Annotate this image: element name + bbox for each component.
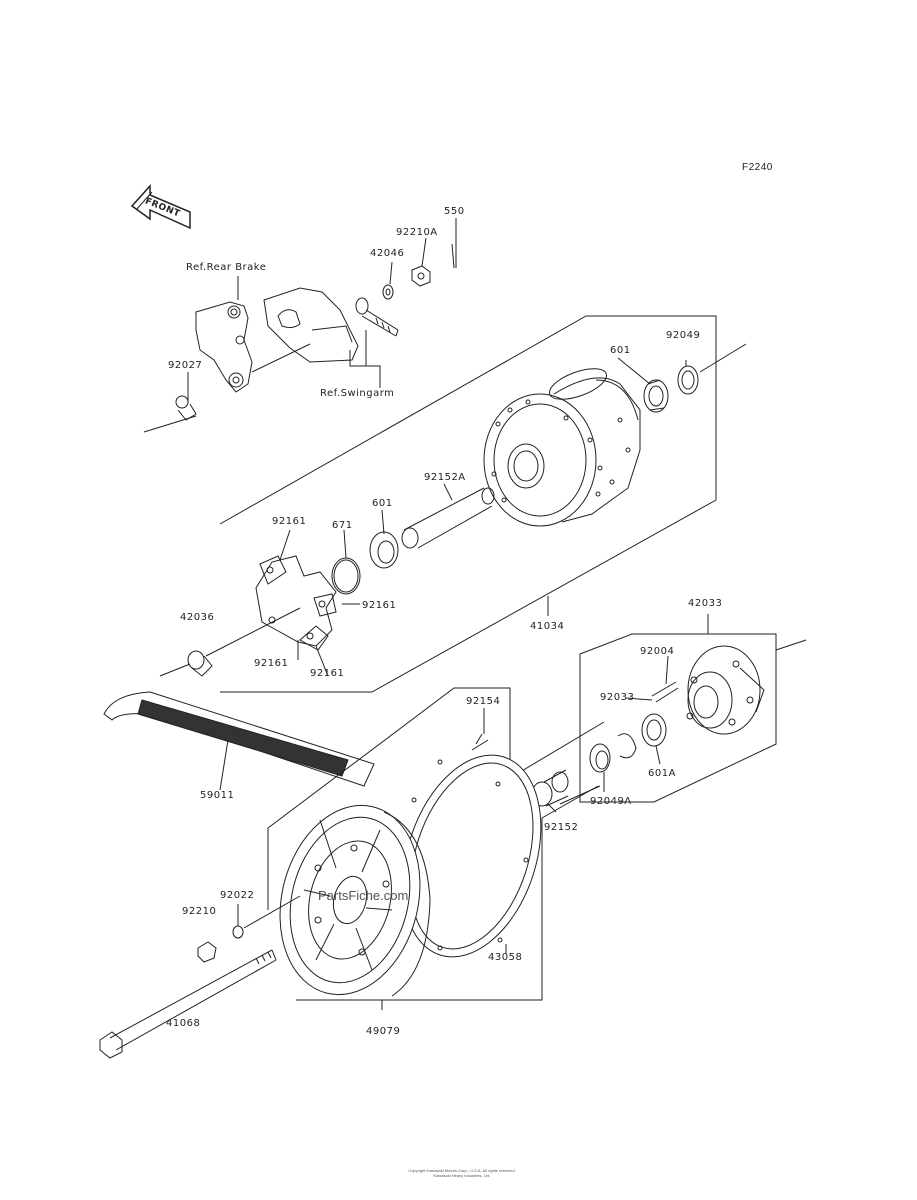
label-92154: 92154 <box>466 696 501 707</box>
label-43058: 43058 <box>488 952 523 963</box>
footer-line-1: Copyright Kawasaki Motors Corp., U.S.A. … <box>408 1168 516 1173</box>
ref-rear-brake: Ref.Rear Brake <box>186 262 267 273</box>
bearing-601A <box>641 713 667 747</box>
label-92022: 92022 <box>220 890 255 901</box>
label-42033: 42033 <box>688 598 723 609</box>
label-49079: 49079 <box>366 1026 401 1037</box>
ref-swingarm: Ref.Swingarm <box>320 388 395 399</box>
hub-damper <box>255 555 337 651</box>
label-671: 671 <box>332 520 353 531</box>
bearing-601-mid <box>369 531 399 569</box>
nut-92022 <box>232 925 244 939</box>
brake-bracket <box>195 301 253 393</box>
bearing-601-top <box>643 379 669 413</box>
stud-92004 <box>651 681 679 703</box>
sprocket-disc-43058 <box>402 754 542 958</box>
label-92152: 92152 <box>544 822 579 833</box>
label-601-top: 601 <box>610 345 631 356</box>
label-92027: 92027 <box>168 360 203 371</box>
torque-arm <box>251 287 359 373</box>
nut-92210A <box>411 265 431 287</box>
label-42036: 42036 <box>180 612 215 623</box>
copyright-footer: Copyright Kawasaki Motors Corp., U.S.A. … <box>352 1168 572 1178</box>
bolt-92154 <box>471 733 489 751</box>
axle-41068 <box>99 949 277 1059</box>
sprocket-hub-42033 <box>686 645 765 735</box>
label-550: 550 <box>444 206 465 217</box>
front-arrow-icon <box>130 184 191 230</box>
label-92004: 92004 <box>640 646 675 657</box>
label-92049-top: 92049 <box>666 330 701 341</box>
label-92210A: 92210A <box>396 227 438 238</box>
collar-42036 <box>187 650 213 677</box>
label-41034: 41034 <box>530 621 565 632</box>
label-41068: 41068 <box>166 1018 201 1029</box>
washer-42046 <box>382 284 394 300</box>
label-59011: 59011 <box>200 790 235 801</box>
label-92152A: 92152A <box>424 472 466 483</box>
label-42046: 42046 <box>370 248 405 259</box>
label-92210: 92210 <box>182 906 217 917</box>
nut-92210 <box>197 941 217 963</box>
spacer-92152 <box>531 769 569 807</box>
watermark: PartsFiche.com <box>318 888 409 903</box>
label-92033: 92033 <box>600 692 635 703</box>
bolt <box>355 297 399 337</box>
seal-92049A <box>589 743 611 773</box>
label-601A: 601A <box>648 768 676 779</box>
spacer-92152A <box>401 487 495 549</box>
label-601-mid: 601 <box>372 498 393 509</box>
label-92161-c: 92161 <box>254 658 289 669</box>
label-92161-d: 92161 <box>310 668 345 679</box>
rear-hub <box>483 368 641 527</box>
o-ring-671 <box>331 557 361 595</box>
diagram-code: F2240 <box>742 162 773 173</box>
seal-92049 <box>677 365 699 395</box>
cotter-pin-550 <box>451 243 457 269</box>
label-92049A: 92049A <box>590 796 632 807</box>
label-92161-a: 92161 <box>272 516 307 527</box>
label-92161-b: 92161 <box>362 600 397 611</box>
footer-line-2: Kawasaki Heavy Industries, Ltd. <box>433 1173 491 1178</box>
drive-belt-59011 <box>103 691 375 787</box>
wheel-49079 <box>279 804 431 997</box>
circlip-92033 <box>617 733 637 759</box>
